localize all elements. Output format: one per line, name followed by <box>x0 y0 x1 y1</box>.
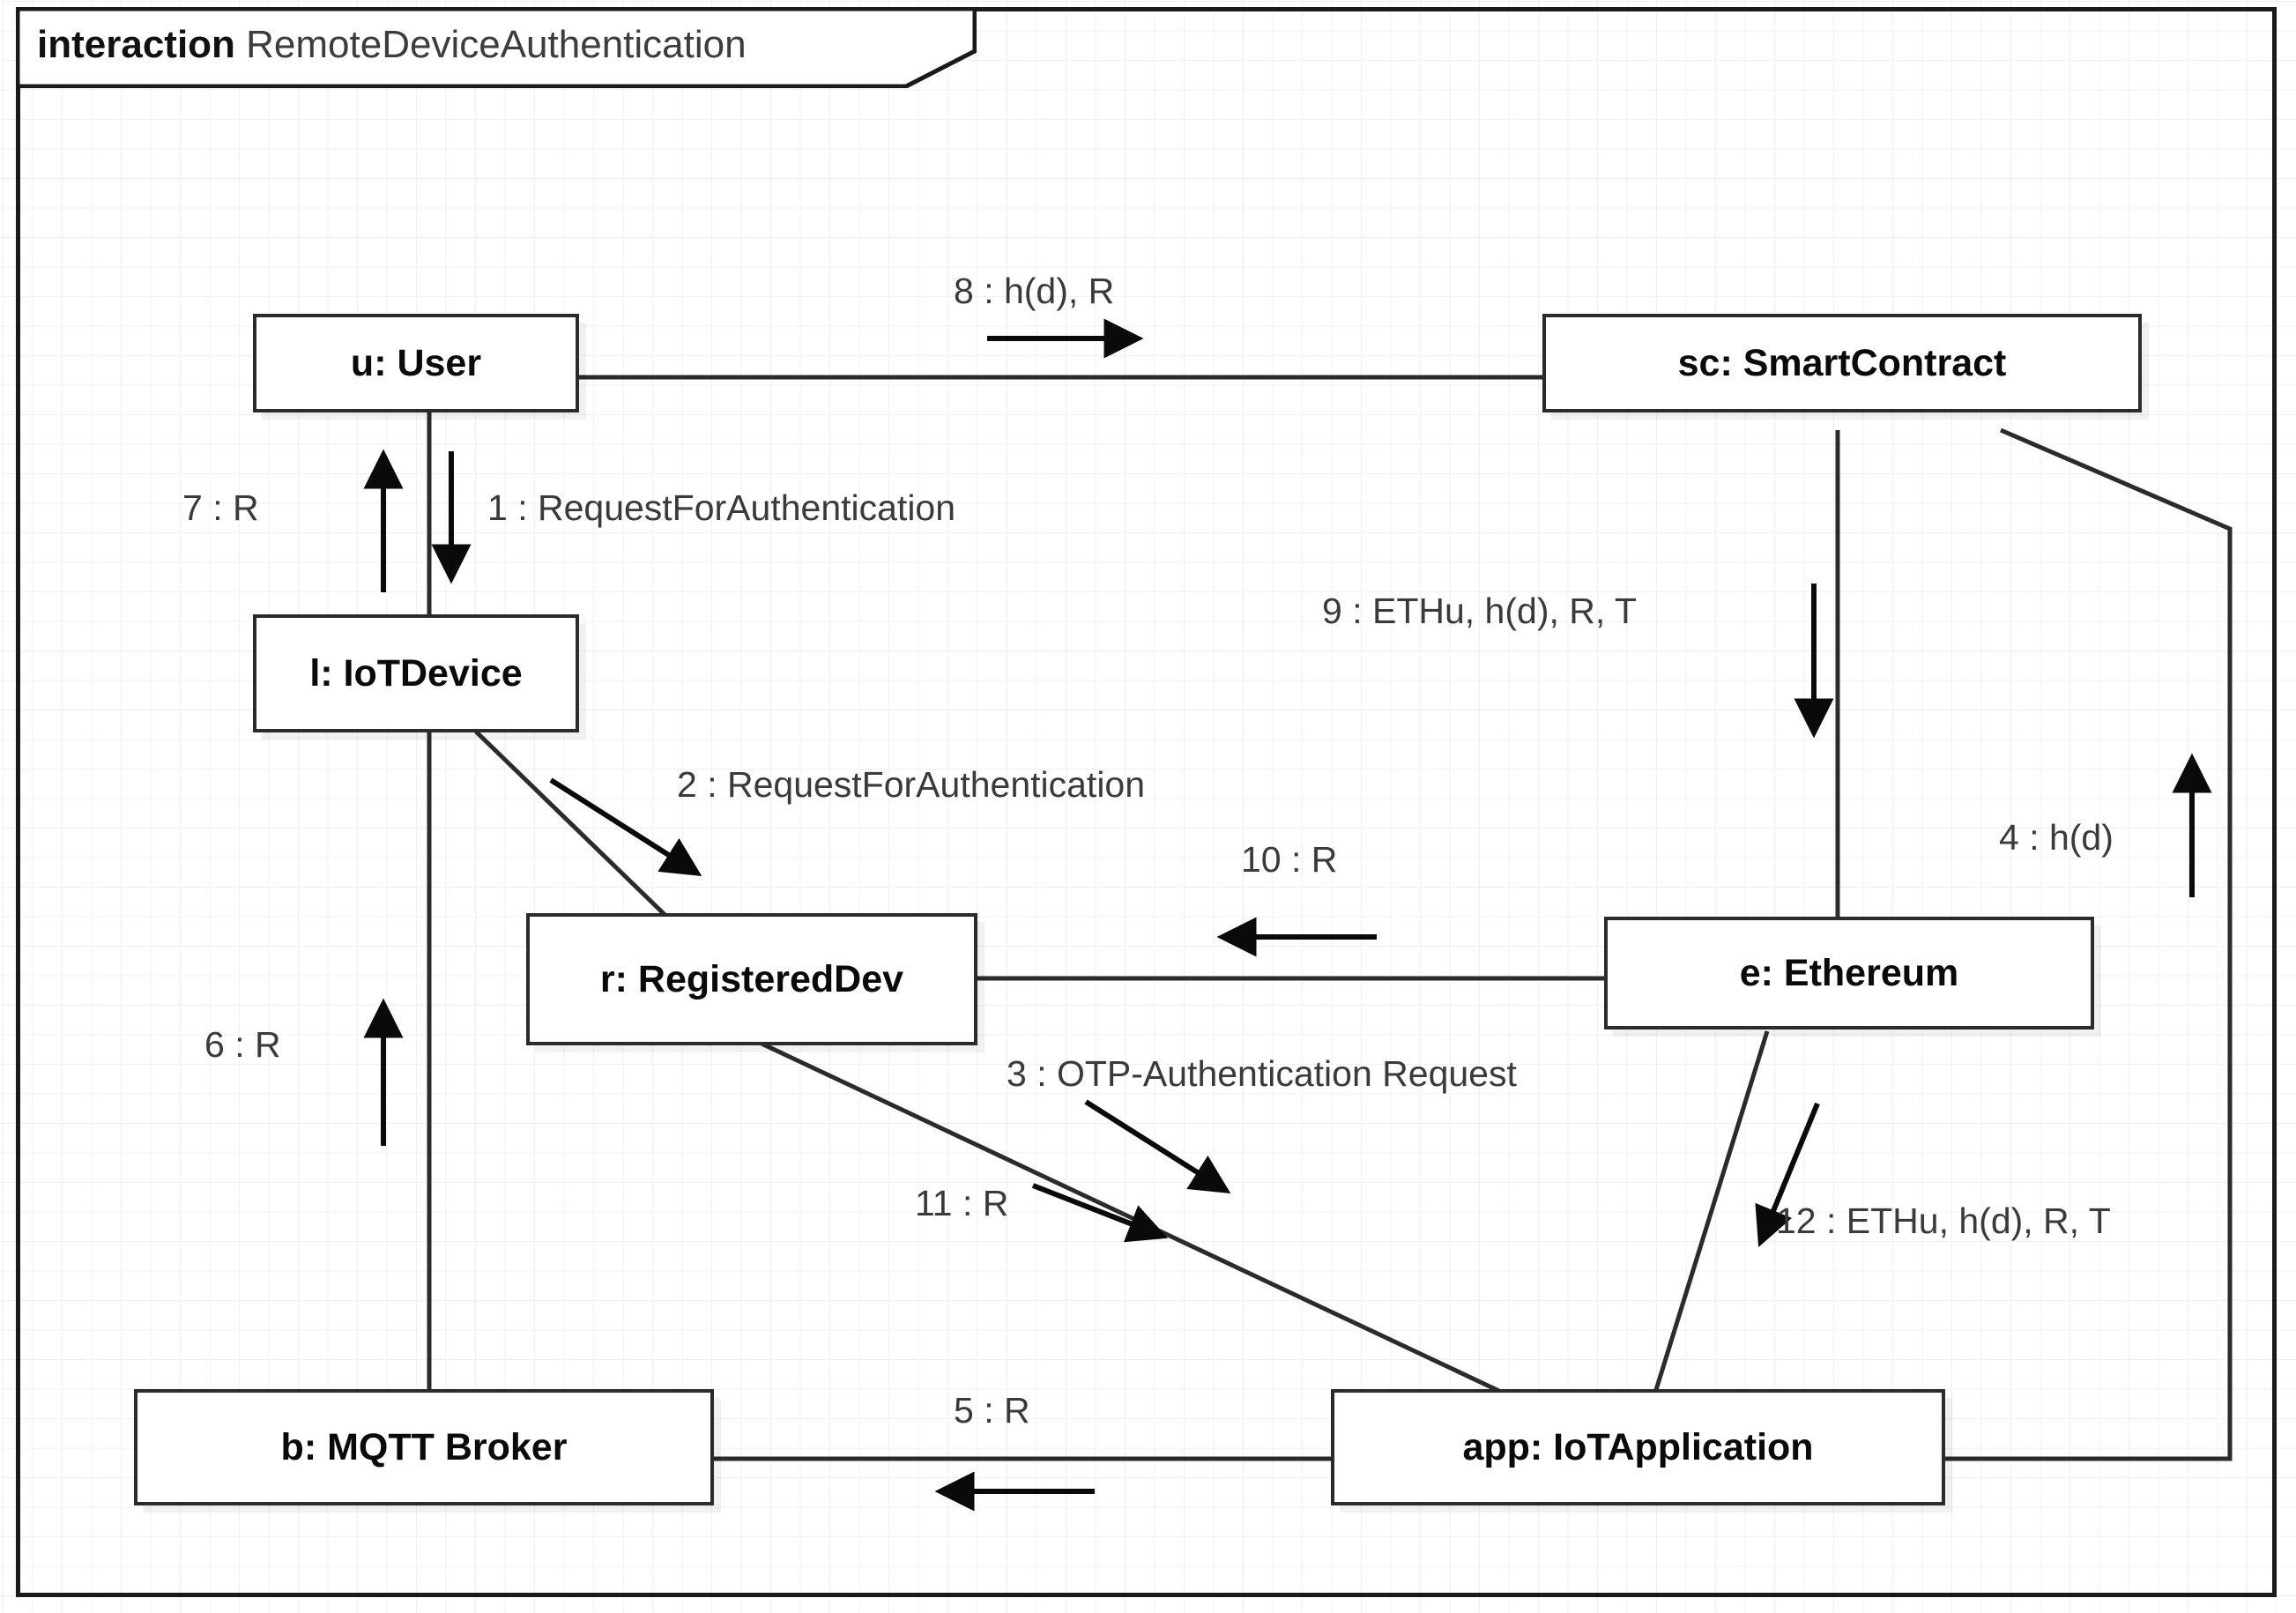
node-ethereum-label: e: Ethereum <box>1739 951 1959 994</box>
msg-label-7: 7 : R <box>182 487 259 528</box>
node-user[interactable]: u: User <box>253 314 579 413</box>
msg-label-3: 3 : OTP-Authentication Request <box>1007 1053 1517 1094</box>
arrow-msg-11 <box>1031 1183 1168 1243</box>
node-smartcontract-label: sc: SmartContract <box>1677 341 2007 384</box>
msg-label-8: 8 : h(d), R <box>954 271 1115 311</box>
node-registereddev[interactable]: r: RegisteredDev <box>526 913 977 1045</box>
link-iotdevice-registereddev <box>474 730 682 932</box>
node-iotapplication[interactable]: app: IoTApplication <box>1331 1389 1945 1505</box>
link-smartcontract-app-rail <box>1943 427 2233 1461</box>
node-iotapplication-label: app: IoTApplication <box>1462 1425 1814 1468</box>
node-iotdevice[interactable]: l: IoTDevice <box>253 614 579 732</box>
node-registereddev-label: r: RegisteredDev <box>599 957 904 1000</box>
msg-label-12: 12 : ETHu, h(d), R, T <box>1776 1200 2111 1241</box>
arrow-msg-12 <box>1755 1102 1820 1247</box>
node-smartcontract[interactable]: sc: SmartContract <box>1542 314 2142 413</box>
node-mqtt-broker-label: b: MQTT Broker <box>280 1425 568 1468</box>
frame-name: RemoteDeviceAuthentication <box>246 23 747 66</box>
link-ethereum-app <box>1653 1030 1770 1394</box>
msg-label-10: 10 : R <box>1241 839 1338 880</box>
node-mqtt-broker[interactable]: b: MQTT Broker <box>134 1389 714 1505</box>
node-user-label: u: User <box>350 341 482 384</box>
msg-label-11: 11 : R <box>915 1183 1009 1223</box>
node-iotdevice-label: l: IoTDevice <box>309 651 523 695</box>
frame-keyword: interaction <box>37 23 235 66</box>
msg-label-9: 9 : ETHu, h(d), R, T <box>1322 591 1637 631</box>
msg-label-4: 4 : h(d) <box>1999 817 2114 858</box>
msg-label-1: 1 : RequestForAuthentication <box>487 487 956 528</box>
frame-tab-label: interaction RemoteDeviceAuthentication <box>37 23 747 67</box>
msg-label-2: 2 : RequestForAuthentication <box>677 764 1146 805</box>
msg-label-5: 5 : R <box>954 1390 1030 1431</box>
arrow-msg-2 <box>549 777 702 877</box>
msg-label-6: 6 : R <box>204 1024 281 1065</box>
arrow-msg-3 <box>1084 1099 1231 1194</box>
node-ethereum[interactable]: e: Ethereum <box>1604 917 2094 1029</box>
